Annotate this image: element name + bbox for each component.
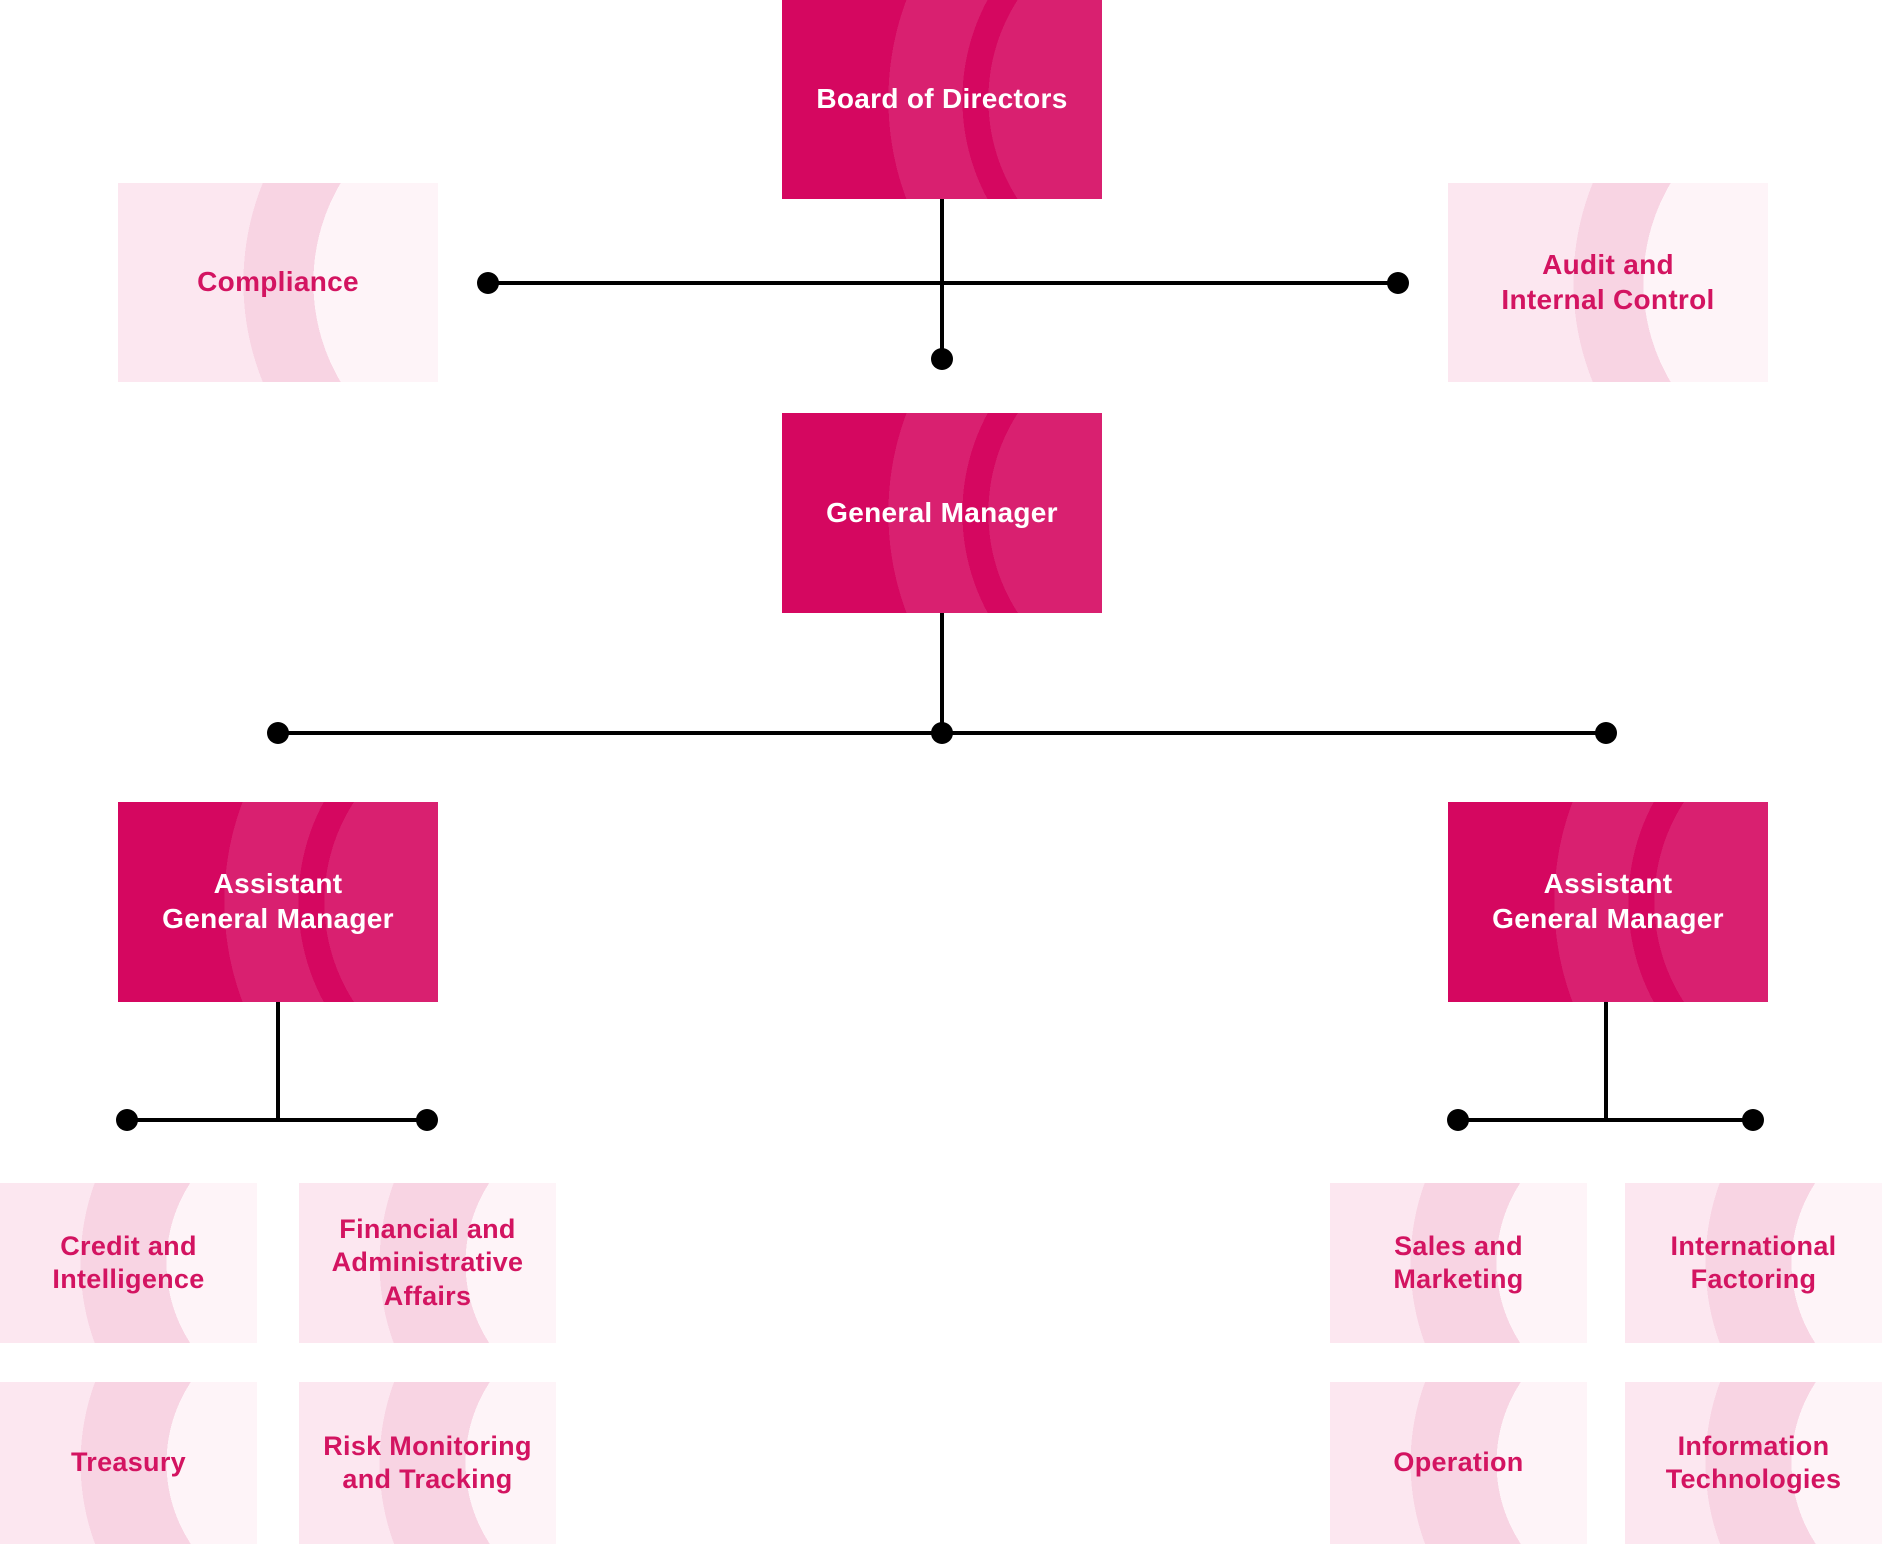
org-node-risk-monitoring: Risk Monitoring and Tracking [299, 1382, 556, 1544]
org-node-credit-intelligence: Credit and Intelligence [0, 1183, 257, 1343]
org-node-compliance: Compliance [118, 183, 438, 382]
org-node-general-manager: General Manager [782, 413, 1102, 613]
org-node-international-factoring: International Factoring [1625, 1183, 1882, 1343]
connector-line-agm-left-level [127, 1118, 427, 1122]
connector-dot-board-drop [931, 348, 953, 370]
connector-dot-international [1742, 1109, 1764, 1131]
connector-line-gm-drop [940, 613, 944, 733]
connector-dot-compliance [477, 272, 499, 294]
connector-dot-gm-center [931, 722, 953, 744]
connector-line-board-drop [940, 199, 944, 359]
connector-dot-gm-right [1595, 722, 1617, 744]
connector-dot-audit [1387, 272, 1409, 294]
org-node-operation: Operation [1330, 1382, 1587, 1544]
org-node-board-of-directors: Board of Directors [782, 0, 1102, 199]
org-node-assistant-gm-right: Assistant General Manager [1448, 802, 1768, 1002]
org-node-information-technologies: Information Technologies [1625, 1382, 1882, 1544]
org-node-treasury: Treasury [0, 1382, 257, 1544]
connector-line-agm-right-drop [1604, 1002, 1608, 1120]
org-node-financial-admin-affairs: Financial and Administrative Affairs [299, 1183, 556, 1343]
org-node-assistant-gm-left: Assistant General Manager [118, 802, 438, 1002]
org-node-sales-marketing: Sales and Marketing [1330, 1183, 1587, 1343]
org-node-audit-internal-control: Audit and Internal Control [1448, 183, 1768, 382]
connector-line-agm-right-level [1458, 1118, 1753, 1122]
connector-dot-financial [416, 1109, 438, 1131]
connector-line-agm-left-drop [276, 1002, 280, 1120]
connector-dot-gm-left [267, 722, 289, 744]
connector-dot-sales [1447, 1109, 1469, 1131]
connector-dot-credit [116, 1109, 138, 1131]
